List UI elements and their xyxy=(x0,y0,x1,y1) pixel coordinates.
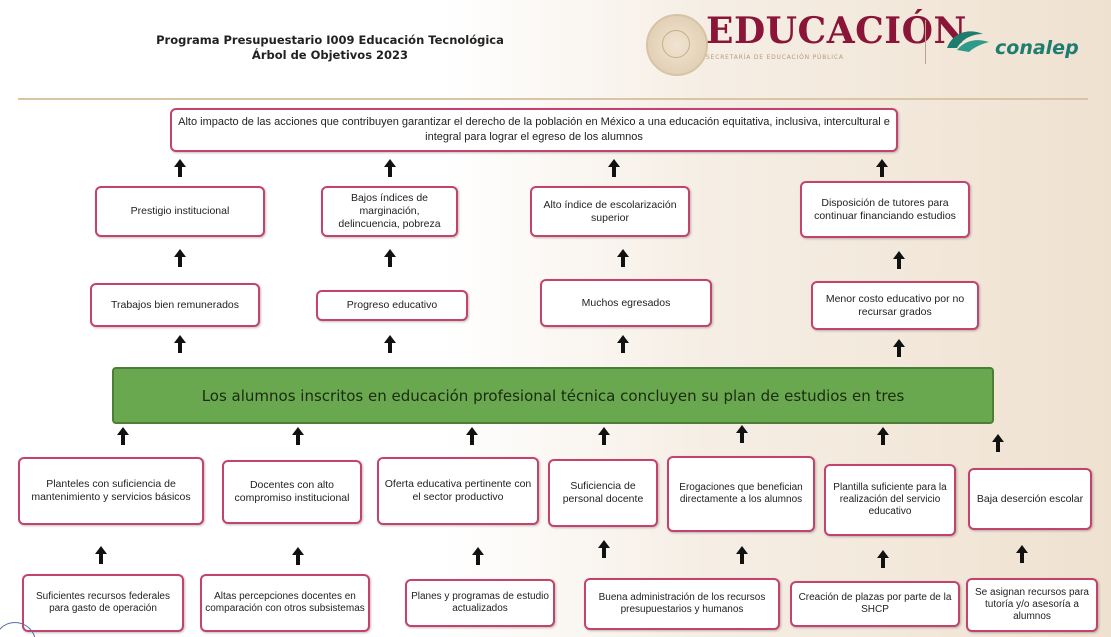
national-seal-icon xyxy=(646,14,708,76)
up-arrow-icon xyxy=(292,427,304,445)
effect-box: Trabajos bien remunerados xyxy=(90,283,260,327)
up-arrow-icon xyxy=(174,249,186,267)
up-arrow-icon xyxy=(893,339,905,357)
up-arrow-icon xyxy=(598,427,610,445)
up-arrow-icon xyxy=(893,251,905,269)
end-box: Alto índice de escolarización superior xyxy=(530,186,690,237)
means-box: Plantilla suficiente para la realización… xyxy=(824,464,956,536)
header-divider xyxy=(18,98,1088,100)
root-means-box: Buena administración de los recursos pre… xyxy=(584,578,780,630)
up-arrow-icon xyxy=(466,427,478,445)
means-box: Erogaciones que benefician directamente … xyxy=(667,456,815,532)
up-arrow-icon xyxy=(95,546,107,564)
up-arrow-icon xyxy=(384,159,396,177)
means-box: Suficiencia de personal docente xyxy=(548,459,658,527)
end-box: Disposición de tutores para continuar fi… xyxy=(800,181,970,238)
up-arrow-icon xyxy=(736,425,748,443)
up-arrow-icon xyxy=(992,434,1004,452)
top-objective-box: Alto impacto de las acciones que contrib… xyxy=(170,108,898,152)
means-box: Docentes con alto compromiso institucion… xyxy=(222,460,362,524)
up-arrow-icon xyxy=(876,159,888,177)
root-means-box: Planes y programas de estudio actualizad… xyxy=(405,579,555,627)
up-arrow-icon xyxy=(174,159,186,177)
conalep-logo: conalep xyxy=(995,37,1079,59)
up-arrow-icon xyxy=(384,249,396,267)
title-line-1: Programa Presupuestario I009 Educación T… xyxy=(156,33,504,47)
up-arrow-icon xyxy=(877,550,889,568)
up-arrow-icon xyxy=(608,159,620,177)
up-arrow-icon xyxy=(877,427,889,445)
means-box: Planteles con suficiencia de mantenimien… xyxy=(18,457,204,525)
educacion-logo-subtitle: SECRETARÍA DE EDUCACIÓN PÚBLICA xyxy=(706,54,844,61)
effect-box: Progreso educativo xyxy=(316,290,468,321)
root-means-box: Altas percepciones docentes en comparaci… xyxy=(200,574,370,632)
conalep-logo-icon xyxy=(947,31,989,52)
root-means-box: Se asignan recursos para tutoría y/o ase… xyxy=(966,578,1098,632)
means-box: Oferta educativa pertinente con el secto… xyxy=(377,457,539,525)
end-box: Bajos índices de marginación, delincuenc… xyxy=(321,186,458,237)
up-arrow-icon xyxy=(598,540,610,558)
root-means-box: Suficientes recursos federales para gast… xyxy=(22,574,184,632)
title-line-2: Árbol de Objetivos 2023 xyxy=(251,48,409,62)
up-arrow-icon xyxy=(384,335,396,353)
educacion-logo: EDUCACIÓN xyxy=(706,10,967,52)
end-box: Prestigio institucional xyxy=(95,186,265,237)
up-arrow-icon xyxy=(174,335,186,353)
means-box: Baja deserción escolar xyxy=(968,468,1092,530)
document-title: Programa Presupuestario I009 Educación T… xyxy=(120,33,540,63)
effect-box: Muchos egresados xyxy=(540,279,712,327)
logo-divider xyxy=(925,20,926,64)
effect-box: Menor costo educativo por no recursar gr… xyxy=(811,281,979,330)
up-arrow-icon xyxy=(617,249,629,267)
up-arrow-icon xyxy=(472,547,484,565)
central-objective-banner: Los alumnos inscritos en educación profe… xyxy=(112,367,994,424)
up-arrow-icon xyxy=(292,547,304,565)
root-means-box: Creación de plazas por parte de la SHCP xyxy=(790,581,960,627)
up-arrow-icon xyxy=(1016,545,1028,563)
up-arrow-icon xyxy=(617,335,629,353)
up-arrow-icon xyxy=(736,546,748,564)
up-arrow-icon xyxy=(117,427,129,445)
